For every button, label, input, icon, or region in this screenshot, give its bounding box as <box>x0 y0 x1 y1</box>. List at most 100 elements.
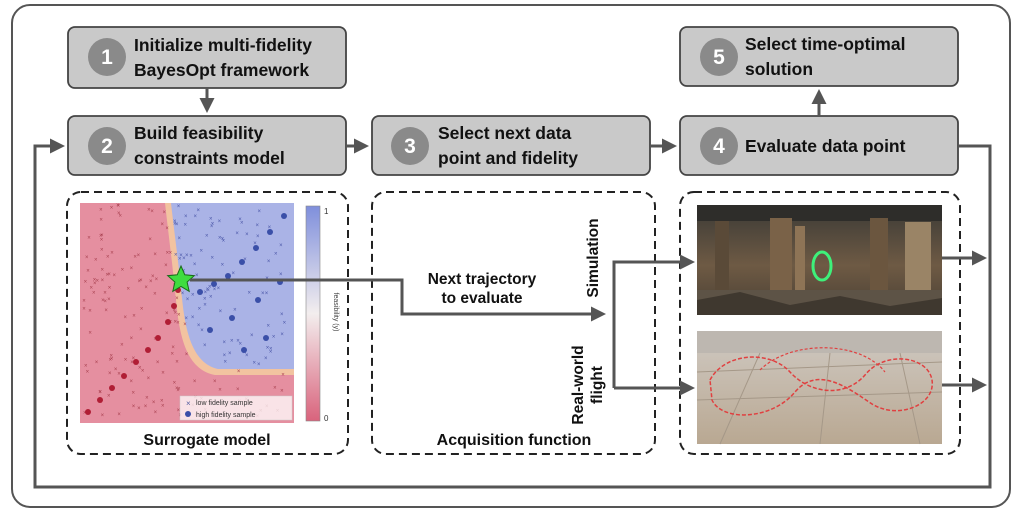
low-fidelity-sample: × <box>193 379 197 385</box>
step-box-1: 1 Initialize multi-fidelity BayesOpt fra… <box>67 26 347 89</box>
low-fidelity-sample: × <box>239 341 243 347</box>
step-box-2: 2 Build feasibility constraints model <box>67 115 347 176</box>
low-fidelity-sample: × <box>236 387 240 393</box>
flight-trajectory <box>709 356 933 416</box>
low-fidelity-sample: × <box>108 286 112 292</box>
to-simulation-arrow <box>612 254 695 388</box>
low-fidelity-sample: × <box>99 234 103 240</box>
low-fidelity-sample: × <box>195 273 199 279</box>
low-fidelity-sample: × <box>165 311 169 317</box>
low-fidelity-sample: × <box>138 366 142 372</box>
low-fidelity-sample: × <box>200 328 204 334</box>
low-fidelity-sample: × <box>130 360 134 366</box>
low-fidelity-sample: × <box>280 388 284 394</box>
low-fidelity-sample: × <box>240 221 244 227</box>
low-fidelity-sample: × <box>116 203 120 209</box>
high-fidelity-sample <box>207 327 213 333</box>
low-fidelity-sample: × <box>279 243 283 249</box>
step-number: 5 <box>713 46 725 69</box>
low-fidelity-sample: × <box>264 356 268 362</box>
low-fidelity-sample: × <box>99 208 103 214</box>
low-fidelity-sample: × <box>283 321 287 327</box>
low-fidelity-sample: × <box>185 253 189 259</box>
low-fidelity-sample: × <box>165 226 169 232</box>
step-number-circle <box>88 127 126 165</box>
high-fidelity-sample <box>85 409 91 415</box>
high-fidelity-sample <box>121 373 127 379</box>
low-fidelity-sample: × <box>245 353 249 359</box>
high-fidelity-sample <box>267 229 273 235</box>
legend-low: low fidelity sample <box>196 400 253 407</box>
low-fidelity-sample: × <box>156 360 160 366</box>
low-fidelity-sample: × <box>93 278 97 284</box>
low-fidelity-sample: × <box>160 399 164 405</box>
step-number-circle <box>700 127 738 165</box>
step-number: 3 <box>404 135 416 158</box>
low-fidelity-sample: × <box>123 315 127 321</box>
high-fidelity-sample <box>263 335 269 341</box>
step-label-line2: solution <box>745 59 813 79</box>
high-fidelity-sample <box>281 213 287 219</box>
low-fidelity-sample: × <box>149 279 153 285</box>
low-fidelity-sample: × <box>107 272 111 278</box>
low-fidelity-sample: × <box>137 279 141 285</box>
low-fidelity-sample: × <box>130 379 134 385</box>
low-fidelity-sample: × <box>100 248 104 254</box>
low-fidelity-sample: × <box>153 291 157 297</box>
low-fidelity-sample: × <box>154 410 158 416</box>
low-fidelity-sample: × <box>176 320 180 326</box>
low-fidelity-sample: × <box>164 263 168 269</box>
high-fidelity-sample <box>225 273 231 279</box>
simulation-label: Simulation <box>585 218 602 297</box>
legend-high: high fidelity sample <box>196 412 256 419</box>
low-fidelity-sample: × <box>211 221 215 227</box>
high-fidelity-sample <box>253 245 259 251</box>
high-fidelity-sample <box>239 259 245 265</box>
low-fidelity-sample: × <box>256 234 260 240</box>
high-fidelity-sample <box>171 303 177 309</box>
low-fidelity-sample: × <box>93 281 97 287</box>
high-fidelity-sample <box>211 281 217 287</box>
low-fidelity-sample: × <box>211 256 215 262</box>
high-fidelity-sample <box>241 347 247 353</box>
low-fidelity-sample: × <box>176 388 180 394</box>
acquisition-caption: Acquisition function <box>437 432 592 449</box>
low-fidelity-sample: × <box>218 387 222 393</box>
low-fidelity-sample: × <box>186 297 190 303</box>
low-fidelity-sample: × <box>191 292 195 298</box>
low-fidelity-sample: × <box>232 271 236 277</box>
low-fidelity-sample: × <box>191 315 195 321</box>
colorbar <box>305 205 321 422</box>
low-fidelity-sample: × <box>267 259 271 265</box>
low-fidelity-sample: × <box>166 250 170 256</box>
low-fidelity-sample: × <box>174 320 178 326</box>
low-fidelity-sample: × <box>223 353 227 359</box>
low-fidelity-sample: × <box>208 285 212 291</box>
low-fidelity-sample: × <box>233 307 237 313</box>
low-fidelity-sample: × <box>169 251 173 257</box>
low-fidelity-sample: × <box>189 254 193 260</box>
low-fidelity-sample: × <box>88 330 92 336</box>
low-fidelity-sample: × <box>255 223 259 229</box>
low-fidelity-sample: × <box>147 208 151 214</box>
low-fidelity-sample: × <box>177 313 181 319</box>
low-fidelity-sample: × <box>84 279 88 285</box>
real-world-label-line1: Real-world <box>570 345 587 424</box>
low-fidelity-sample: × <box>147 376 151 382</box>
low-fidelity-sample: × <box>175 360 179 366</box>
low-fidelity-sample: × <box>132 356 136 362</box>
colorbar-label: feasibility (y) <box>332 293 339 332</box>
step-number-circle <box>700 38 738 76</box>
low-fidelity-sample: × <box>171 352 175 358</box>
low-fidelity-sample: × <box>121 268 125 274</box>
high-fidelity-sample <box>229 315 235 321</box>
low-fidelity-sample: × <box>137 253 141 259</box>
low-fidelity-sample: × <box>83 410 87 416</box>
low-fidelity-sample: × <box>213 379 217 385</box>
low-fidelity-sample: × <box>273 385 277 391</box>
low-fidelity-sample: × <box>269 350 273 356</box>
step-label-line1: Build feasibility <box>134 123 264 143</box>
low-fidelity-sample: × <box>279 272 283 278</box>
low-fidelity-sample: × <box>269 347 273 353</box>
